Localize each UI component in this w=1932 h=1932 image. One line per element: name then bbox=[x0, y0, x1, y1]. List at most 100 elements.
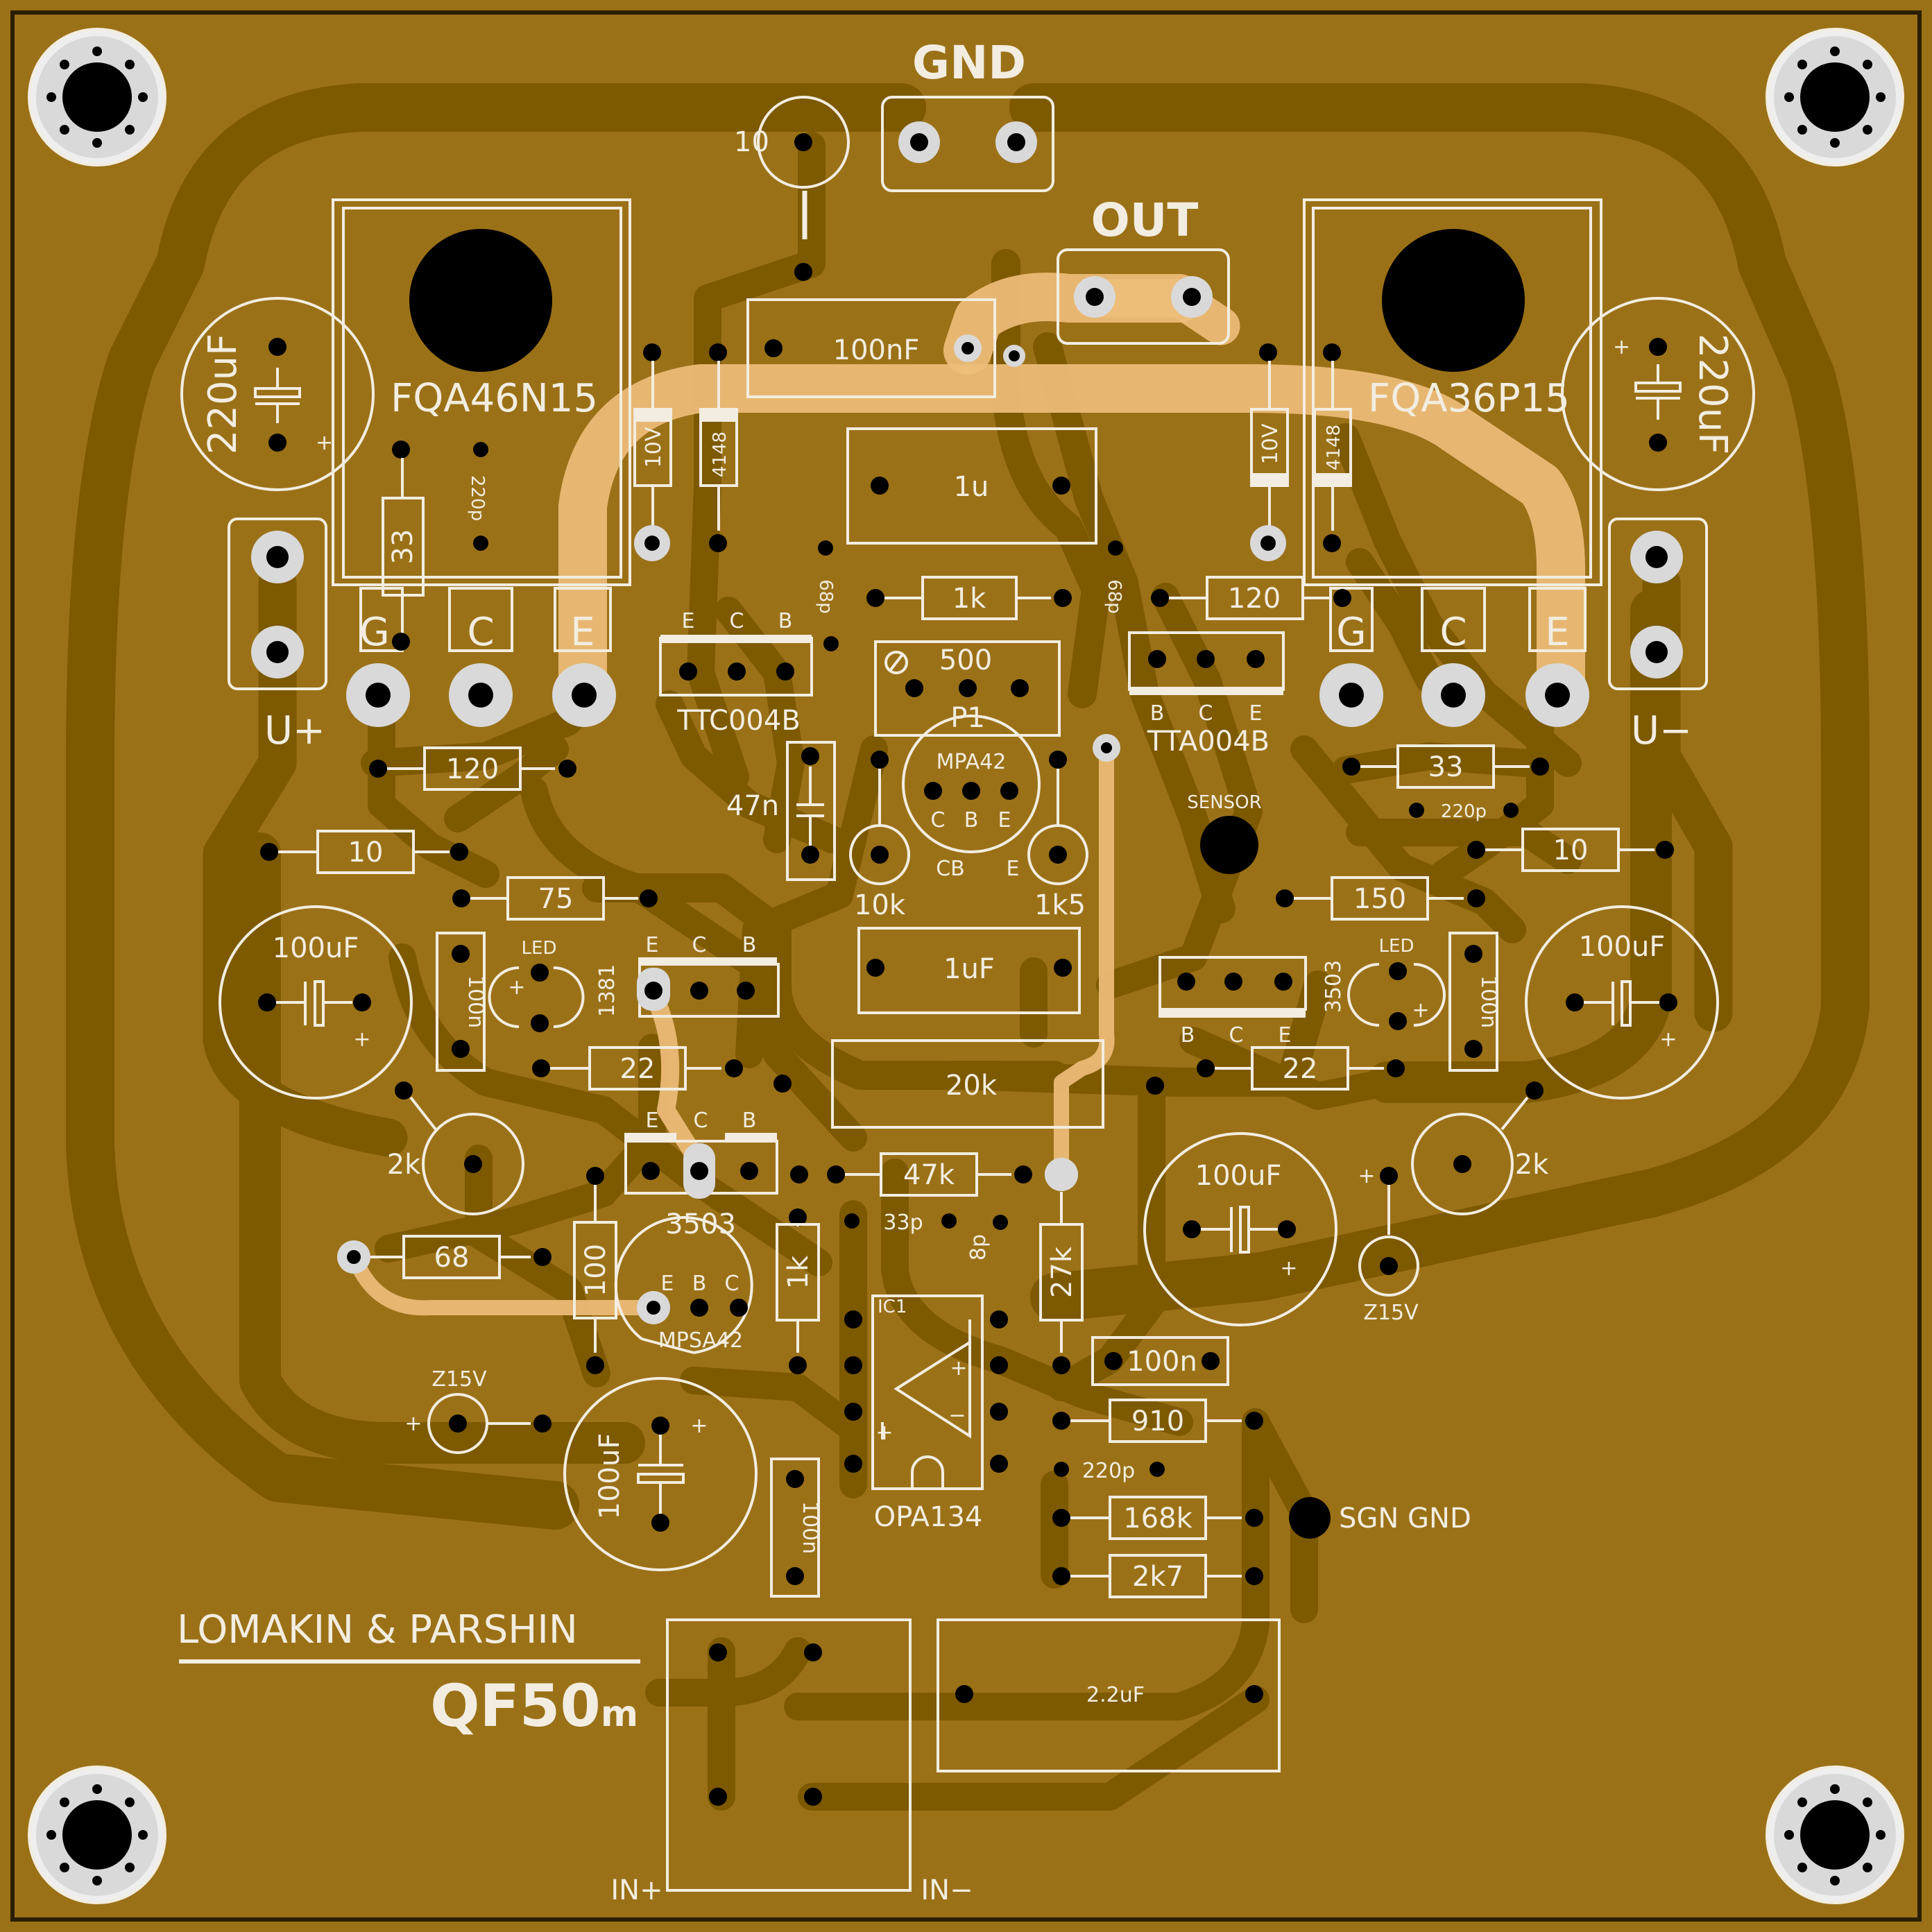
mpa42-sub-cb: CB bbox=[936, 857, 965, 881]
resistor-r22-left: 22 bbox=[532, 1046, 743, 1091]
resistor-r47k: 47k bbox=[790, 1152, 1032, 1197]
capacitor-100n-ic: 100n bbox=[1091, 1336, 1229, 1386]
q-left-part: FQA46N15 bbox=[391, 376, 598, 421]
c100uf-right-plus: + bbox=[1659, 1027, 1677, 1052]
p1-value: 500 bbox=[939, 644, 992, 676]
ic1-ref: IC1 bbox=[878, 1297, 907, 1317]
capacitor-220p-left: 220p bbox=[467, 442, 488, 551]
q-left-pin-g: G bbox=[359, 610, 389, 655]
trimmer-1k5[interactable]: 1k5 bbox=[1027, 751, 1088, 921]
r22-right-value: 22 bbox=[1283, 1053, 1318, 1085]
c100nf-value: 100nF bbox=[833, 334, 920, 366]
c1u-value: 1u bbox=[954, 471, 989, 503]
c68p-right-value: 68p bbox=[1104, 579, 1125, 614]
resistor-r2k7: 2k7 bbox=[1052, 1554, 1263, 1598]
c220p-ic-value: 220p bbox=[1082, 1459, 1135, 1483]
zener-z15v-left: + Z15V bbox=[404, 1367, 552, 1454]
ttc004b-pin-b: B bbox=[778, 609, 793, 633]
c1uf-value: 1uF bbox=[943, 953, 995, 985]
q1381-pin-c: C bbox=[692, 933, 707, 957]
capacitor-220p-ic: 220p bbox=[1054, 1459, 1165, 1483]
mpsa42-pin-e: E bbox=[661, 1272, 674, 1296]
capacitor-220p-right: 220p bbox=[1409, 801, 1519, 822]
gnd-connector[interactable]: GND bbox=[881, 36, 1054, 192]
transistor-mpa42: MPA42 C B E CB E bbox=[902, 715, 1041, 881]
mpa42-sub-e: E bbox=[1007, 857, 1020, 881]
r33-right-value: 33 bbox=[1428, 751, 1464, 783]
ic1-plus-top: + bbox=[950, 1356, 967, 1380]
c33p-value: 33p bbox=[883, 1211, 923, 1235]
u-plus-connector[interactable]: U+ bbox=[228, 518, 327, 753]
d4148-right-value: 4148 bbox=[1324, 425, 1344, 470]
c100n-ic-value: 100n bbox=[1127, 1346, 1197, 1378]
transistor-3503-right: B C E 3503 bbox=[1159, 956, 1346, 1048]
mpsa42-label: MPSA42 bbox=[658, 1328, 743, 1353]
ttc004b-pin-e: E bbox=[682, 609, 695, 633]
q-right-part: FQA36P15 bbox=[1368, 376, 1570, 421]
t2k-left-value: 2k bbox=[387, 1149, 421, 1181]
r47k-value: 47k bbox=[903, 1159, 955, 1191]
input-connector[interactable]: IN+ IN− bbox=[610, 1618, 973, 1906]
q-right-pin-g: G bbox=[1336, 610, 1366, 655]
resistor-r20k: 20k bbox=[773, 1039, 1164, 1129]
mounting-hole-top-left bbox=[28, 28, 166, 166]
r910-value: 910 bbox=[1131, 1405, 1184, 1437]
r120-left-value: 120 bbox=[446, 753, 499, 785]
trimmer-10k[interactable]: 10k bbox=[849, 751, 910, 921]
q-right-pin-c: C bbox=[1439, 610, 1467, 655]
u-minus-label: U− bbox=[1631, 708, 1692, 753]
c100uf-bottom-plus: + bbox=[690, 1414, 708, 1438]
q3503m-pin-c: C bbox=[694, 1109, 708, 1133]
z10v-right-value: 10V bbox=[1258, 423, 1283, 464]
title-authors: LOMAKIN & PARSHIN bbox=[177, 1607, 578, 1652]
resistor-r22-right: 22 bbox=[1197, 1046, 1405, 1091]
q3503r-pin-c: C bbox=[1229, 1023, 1244, 1048]
sgn-gnd-pad[interactable]: SGN GND bbox=[1289, 1497, 1471, 1539]
u-minus-connector[interactable]: U− bbox=[1608, 518, 1708, 753]
c100uf-right-value: 100uF bbox=[1579, 931, 1666, 963]
tta004b-label: TTA004B bbox=[1147, 726, 1270, 758]
trimmer-2k-right[interactable]: 2k bbox=[1411, 1082, 1549, 1215]
power-transistor-right: FQA36P15 G C E bbox=[1303, 198, 1602, 727]
resistor-r1k-top: 1k bbox=[866, 576, 1072, 620]
c2u2-value: 2.2uF bbox=[1086, 1683, 1145, 1707]
diode-4148-left: 4148 bbox=[699, 343, 738, 552]
t1k5-value: 1k5 bbox=[1034, 889, 1086, 921]
c220-right-value: 220uF bbox=[1690, 334, 1735, 455]
capacitor-8p: 8p bbox=[966, 1234, 991, 1260]
out-connector[interactable]: OUT bbox=[1057, 194, 1230, 345]
capacitor-100n-bottom: 100n bbox=[770, 1457, 822, 1598]
r100-value: 100 bbox=[580, 1244, 612, 1297]
in-minus-label: IN− bbox=[921, 1874, 973, 1906]
c100n-bottom-value: 100n bbox=[798, 1501, 822, 1554]
c220-left-value: 220uF bbox=[200, 334, 246, 455]
r168k-value: 168k bbox=[1123, 1503, 1192, 1535]
c100uf-bottom-value: 100uF bbox=[594, 1433, 626, 1520]
ttc004b-label: TTC004B bbox=[676, 705, 801, 737]
q1381-label: 1381 bbox=[595, 964, 619, 1017]
capacitor-220uf-right: + 220uF bbox=[1561, 297, 1755, 491]
resistor-r10-right: 10 bbox=[1467, 828, 1674, 872]
d4148-left-value: 4148 bbox=[710, 431, 730, 477]
resistor-r10-top: 10 bbox=[734, 96, 850, 281]
c8p-value: 8p bbox=[966, 1234, 991, 1260]
q3503m-label: 3503 bbox=[665, 1208, 736, 1240]
mpa42-pin-e: E bbox=[998, 808, 1011, 832]
q-right-pin-e: E bbox=[1545, 610, 1569, 655]
c220-right-plus: + bbox=[1613, 335, 1630, 359]
resistor-r75: 75 bbox=[452, 876, 658, 921]
capacitor-100uf-left: + 100uF bbox=[219, 905, 413, 1100]
ic1-plus-bottom: + bbox=[875, 1421, 893, 1445]
q3503m-pin-e: E bbox=[646, 1109, 659, 1133]
capacitor-1u-top: 1u bbox=[846, 427, 1097, 545]
trimmer-2k-left[interactable]: 2k bbox=[387, 1082, 524, 1215]
q3503r-pin-b: B bbox=[1181, 1023, 1195, 1048]
mpa42-label: MPA42 bbox=[937, 750, 1007, 774]
r10-top-value: 10 bbox=[734, 126, 769, 158]
transistor-mpsa42: E B C MPSA42 bbox=[614, 1216, 753, 1354]
resistor-r100: 100 bbox=[573, 1167, 617, 1374]
capacitor-68p-left: 68p bbox=[815, 540, 839, 651]
resistor-r33-right: 33 bbox=[1342, 744, 1549, 789]
led-right-plus: + bbox=[1412, 998, 1429, 1023]
